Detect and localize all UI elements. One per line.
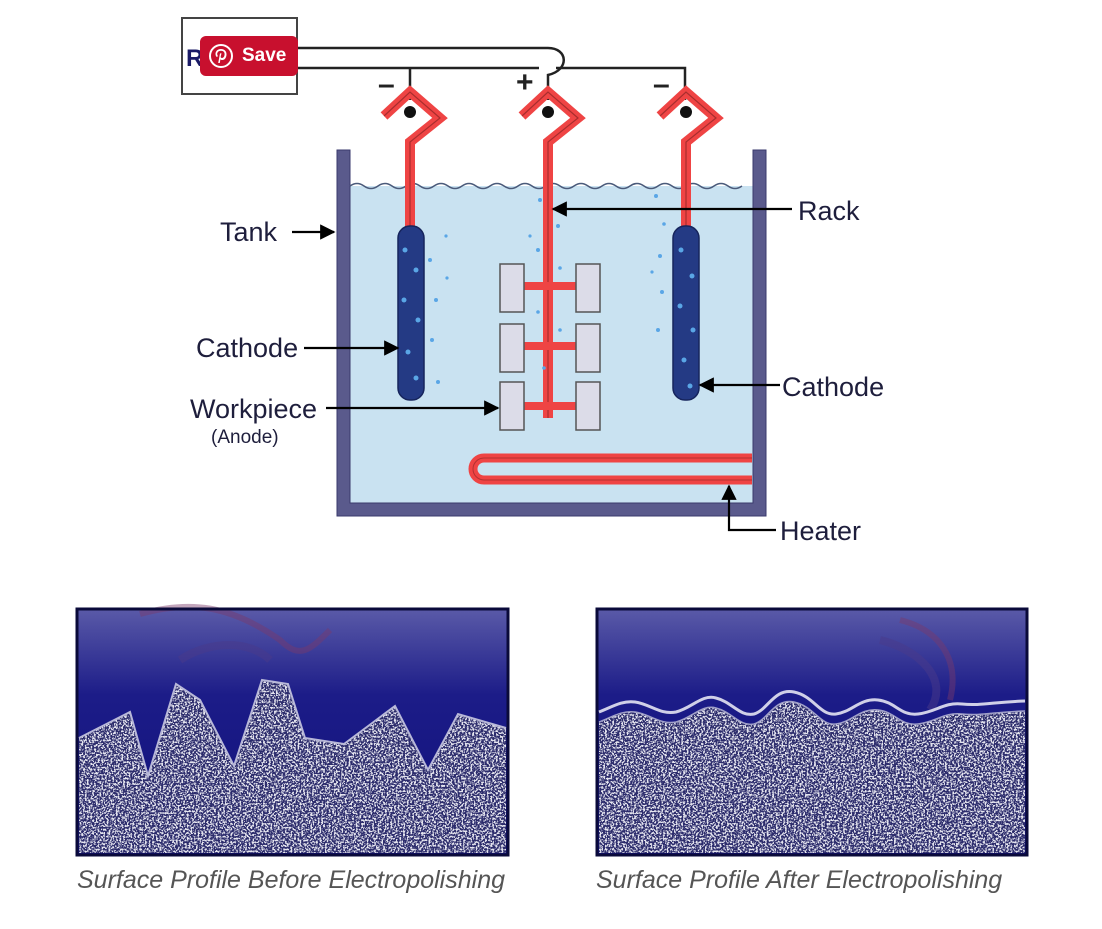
surface-after-panel [595,607,1029,857]
cathodes [397,225,700,401]
save-button-label: Save [242,45,287,66]
workpieces [499,263,601,431]
leader-lines [292,201,792,532]
pinterest-icon [208,43,234,69]
supply-wires [297,46,687,100]
heater [468,453,752,485]
label-cathode-right: Cathode [782,372,884,402]
heater-arrow [721,484,776,532]
label-workpiece-sub: (Anode) [211,427,279,448]
cathode-right [672,225,700,401]
label-workpiece: Workpiece [190,394,317,424]
pinterest-save-button[interactable]: Save [200,36,298,76]
gas-bubbles [401,194,696,389]
label-tank: Tank [220,217,278,247]
label-cathode-left: Cathode [196,333,298,363]
label-heater: Heater [780,516,861,546]
terminal-right-sign: – [653,68,670,101]
diagram-labels: Tank Rack Cathode Cathode Workpiece (Ano… [190,196,884,546]
cathode-left [397,225,425,401]
power-supply-letter: R [186,45,203,72]
contact-dots [404,106,692,118]
surface-before-panel [75,603,510,857]
label-rack: Rack [798,196,860,226]
terminal-center-sign: + [516,66,534,99]
caption-after: Surface Profile After Electropolishing [596,866,1003,894]
caption-before: Surface Profile Before Electropolishing [77,866,506,894]
terminal-left-sign: – [378,68,395,101]
terminal-signs: – + – [378,66,670,101]
rack-crossbars [520,282,578,410]
